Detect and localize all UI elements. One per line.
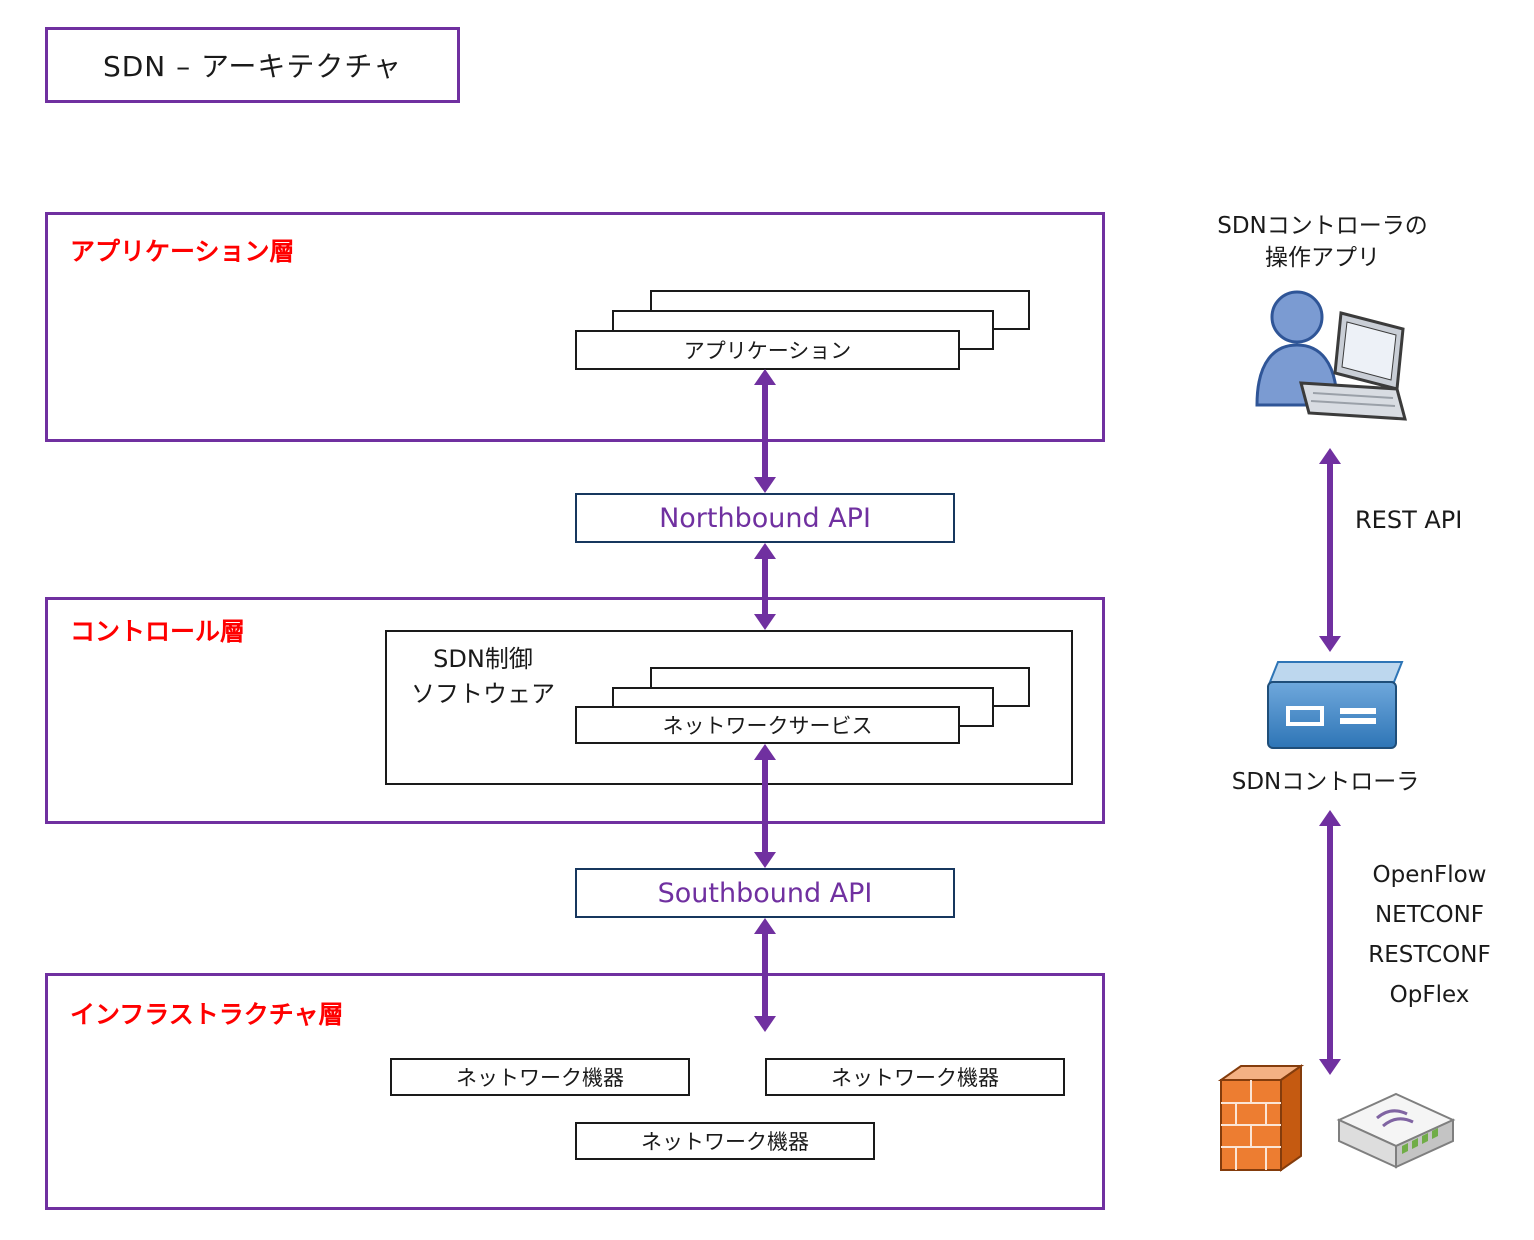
network-service-stack-front: ネットワークサービス <box>575 706 960 744</box>
sdn-controller-icon <box>1267 661 1404 749</box>
network-device-label-1: ネットワーク機器 <box>456 1066 624 1090</box>
protocol-opflex: OpFlex <box>1389 982 1470 1008</box>
network-service-stack-label: ネットワークサービス <box>662 714 873 738</box>
sdn-control-software-label: SDN制御 ソフトウェア <box>398 642 568 712</box>
southbound-api-label: Southbound API <box>657 877 873 909</box>
southbound-api-box: Southbound API <box>575 868 955 918</box>
operator-caption: SDNコントローラの 操作アプリ <box>1175 210 1470 274</box>
diagram-title: SDN – アーキテクチャ <box>102 50 403 83</box>
network-device-box-1: ネットワーク機器 <box>390 1058 690 1096</box>
control-layer-label: コントロール層 <box>70 617 246 646</box>
application-stack-label: アプリケーション <box>683 339 852 363</box>
diagram-title-box: SDN – アーキテクチャ <box>45 27 460 103</box>
protocol-restconf: RESTCONF <box>1368 942 1491 968</box>
infrastructure-layer-label: インフラストラクチャ層 <box>70 1000 344 1029</box>
network-device-label-2: ネットワーク機器 <box>831 1066 999 1090</box>
control-layer-box <box>45 597 1105 824</box>
network-device-box-3: ネットワーク機器 <box>575 1122 875 1160</box>
operator-caption-line1: SDNコントローラの <box>1217 213 1428 239</box>
router-icon <box>1336 1092 1456 1169</box>
application-northbound-arrow <box>754 369 776 493</box>
firewall-icon <box>1217 1064 1305 1172</box>
protocol-netconf: NETCONF <box>1374 902 1485 928</box>
northbound-control-arrow <box>754 543 776 630</box>
protocol-openflow: OpenFlow <box>1372 862 1487 888</box>
sdn-control-software-label-line1: SDN制御 <box>433 645 533 673</box>
protocol-list: OpenFlow NETCONF RESTCONF OpFlex <box>1352 855 1507 1015</box>
infrastructure-layer-box <box>45 973 1105 1210</box>
sdn-controller-label: SDNコントローラ <box>1231 769 1420 795</box>
application-layer-box <box>45 212 1105 442</box>
network-device-box-2: ネットワーク機器 <box>765 1058 1065 1096</box>
southbound-infrastructure-arrow <box>754 918 776 1032</box>
application-stack-front: アプリケーション <box>575 330 960 370</box>
network-device-label-3: ネットワーク機器 <box>641 1130 809 1154</box>
application-layer-label: アプリケーション層 <box>70 237 295 266</box>
southbound-protocols-arrow <box>1319 810 1341 1075</box>
operator-caption-line2: 操作アプリ <box>1265 245 1380 272</box>
sdn-control-software-label-line2: ソフトウェア <box>411 679 555 708</box>
northbound-api-label: Northbound API <box>659 502 871 534</box>
rest-api-label: REST API <box>1355 506 1463 534</box>
northbound-api-box: Northbound API <box>575 493 955 543</box>
person-with-laptop-icon <box>1255 290 1407 421</box>
control-southbound-arrow <box>754 744 776 868</box>
rest-api-arrow <box>1319 448 1341 652</box>
